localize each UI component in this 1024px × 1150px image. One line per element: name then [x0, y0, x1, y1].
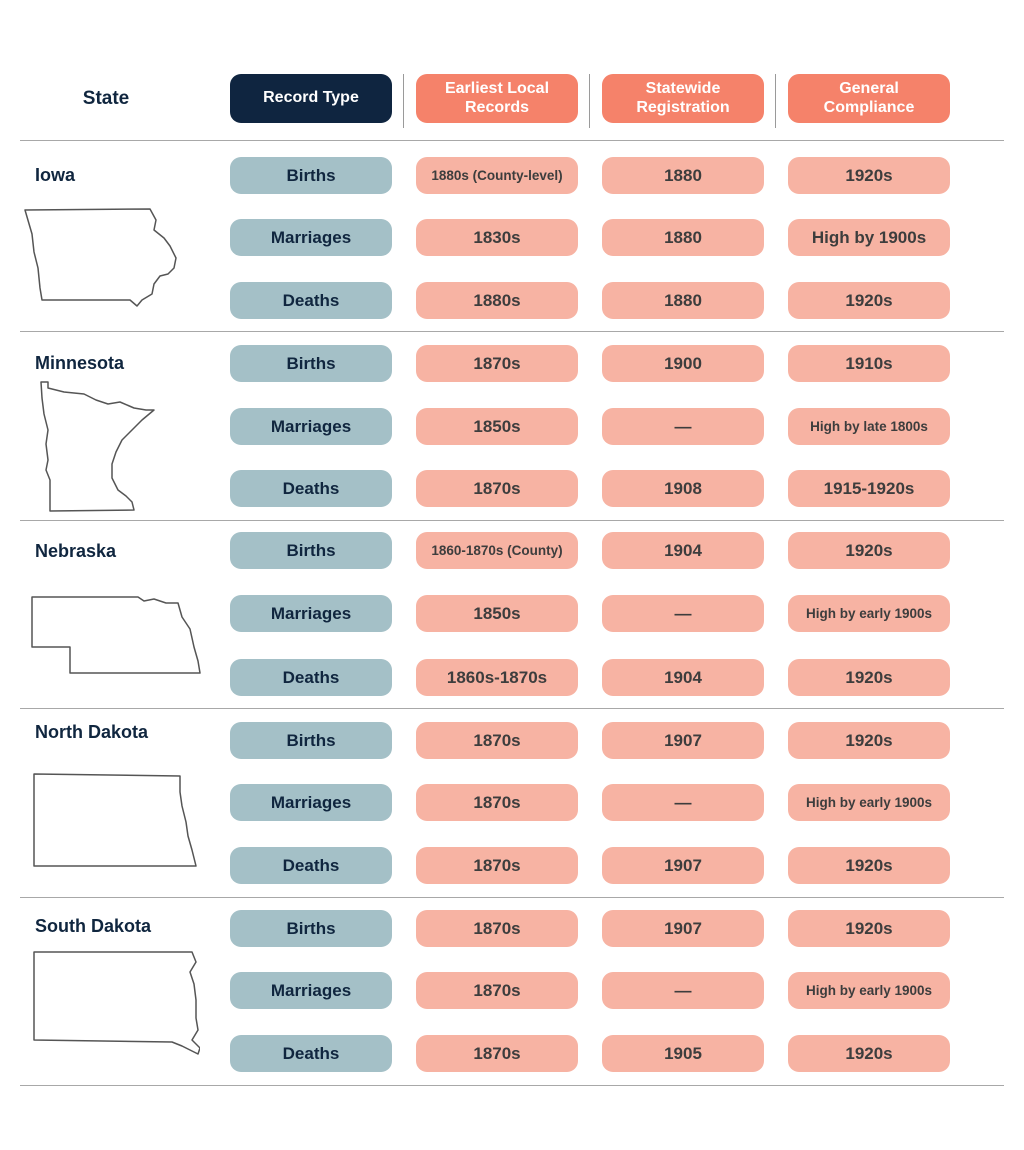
- header-divider: [775, 74, 776, 128]
- record-type-pill: Deaths: [230, 470, 392, 507]
- earliest-local-pill: 1870s: [416, 847, 578, 884]
- compliance-pill: 1910s: [788, 345, 950, 382]
- record-type-pill: Births: [230, 345, 392, 382]
- compliance-pill: High by early 1900s: [788, 595, 950, 632]
- earliest-local-pill: 1870s: [416, 784, 578, 821]
- statewide-pill: 1907: [602, 847, 764, 884]
- statewide-pill: —: [602, 595, 764, 632]
- statewide-pill: 1880: [602, 219, 764, 256]
- state-column-header: State: [82, 88, 130, 109]
- compliance-column-header: General Compliance: [788, 74, 950, 123]
- compliance-pill: 1920s: [788, 659, 950, 696]
- earliest-local-pill: 1880s: [416, 282, 578, 319]
- earliest-local-pill: 1870s: [416, 1035, 578, 1072]
- record-type-pill: Births: [230, 532, 392, 569]
- row-divider: [20, 708, 1004, 709]
- header-divider: [403, 74, 404, 128]
- compliance-pill: 1920s: [788, 847, 950, 884]
- compliance-pill: High by early 1900s: [788, 784, 950, 821]
- record-type-pill: Marriages: [230, 219, 392, 256]
- statewide-pill: 1880: [602, 157, 764, 194]
- record-type-pill: Deaths: [230, 1035, 392, 1072]
- minnesota-outline-icon: [40, 381, 155, 512]
- statewide-pill: 1907: [602, 910, 764, 947]
- record-type-pill: Deaths: [230, 659, 392, 696]
- header-divider: [589, 74, 590, 128]
- nebraska-outline-icon: [31, 596, 201, 674]
- statewide-pill: 1905: [602, 1035, 764, 1072]
- state-name: North Dakota: [35, 722, 149, 742]
- statewide-pill: 1908: [602, 470, 764, 507]
- earliest-local-pill: 1870s: [416, 972, 578, 1009]
- compliance-pill: 1920s: [788, 910, 950, 947]
- earliest-local-pill: 1860s-1870s: [416, 659, 578, 696]
- record-type-pill: Deaths: [230, 847, 392, 884]
- compliance-pill: 1920s: [788, 157, 950, 194]
- earliest-local-pill: 1830s: [416, 219, 578, 256]
- statewide-pill: 1880: [602, 282, 764, 319]
- compliance-pill: 1920s: [788, 1035, 950, 1072]
- south-dakota-outline-icon: [33, 951, 200, 1055]
- north-dakota-outline-icon: [33, 773, 197, 867]
- row-divider: [20, 331, 1004, 332]
- compliance-pill: 1920s: [788, 722, 950, 759]
- row-divider: [20, 520, 1004, 521]
- earliest-local-pill: 1870s: [416, 470, 578, 507]
- statewide-column-header: Statewide Registration: [602, 74, 764, 123]
- earliest-local-pill: 1870s: [416, 910, 578, 947]
- record-type-pill: Deaths: [230, 282, 392, 319]
- compliance-pill: High by early 1900s: [788, 972, 950, 1009]
- state-name: Iowa: [35, 165, 76, 185]
- row-divider: [20, 140, 1004, 141]
- record-type-pill: Births: [230, 157, 392, 194]
- state-name: Minnesota: [35, 353, 125, 373]
- statewide-pill: —: [602, 972, 764, 1009]
- compliance-pill: High by 1900s: [788, 219, 950, 256]
- row-divider: [20, 897, 1004, 898]
- record-type-column-header: Record Type: [230, 74, 392, 123]
- record-type-pill: Marriages: [230, 595, 392, 632]
- earliest-local-pill: 1850s: [416, 595, 578, 632]
- statewide-pill: —: [602, 408, 764, 445]
- record-type-pill: Marriages: [230, 408, 392, 445]
- statewide-pill: —: [602, 784, 764, 821]
- earliest-local-column-header: Earliest Local Records: [416, 74, 578, 123]
- earliest-local-pill: 1870s: [416, 345, 578, 382]
- record-type-pill: Births: [230, 722, 392, 759]
- compliance-pill: High by late 1800s: [788, 408, 950, 445]
- earliest-local-pill: 1880s (County-level): [416, 157, 578, 194]
- statewide-pill: 1904: [602, 659, 764, 696]
- record-type-pill: Marriages: [230, 972, 392, 1009]
- earliest-local-pill: 1870s: [416, 722, 578, 759]
- record-type-pill: Marriages: [230, 784, 392, 821]
- earliest-local-pill: 1860-1870s (County): [416, 532, 578, 569]
- state-name: South Dakota: [35, 916, 152, 936]
- statewide-pill: 1900: [602, 345, 764, 382]
- compliance-pill: 1920s: [788, 282, 950, 319]
- iowa-outline-icon: [24, 208, 177, 307]
- compliance-pill: 1920s: [788, 532, 950, 569]
- statewide-pill: 1904: [602, 532, 764, 569]
- statewide-pill: 1907: [602, 722, 764, 759]
- state-name: Nebraska: [35, 541, 117, 561]
- record-type-pill: Births: [230, 910, 392, 947]
- compliance-pill: 1915-1920s: [788, 470, 950, 507]
- earliest-local-pill: 1850s: [416, 408, 578, 445]
- row-divider: [20, 1085, 1004, 1086]
